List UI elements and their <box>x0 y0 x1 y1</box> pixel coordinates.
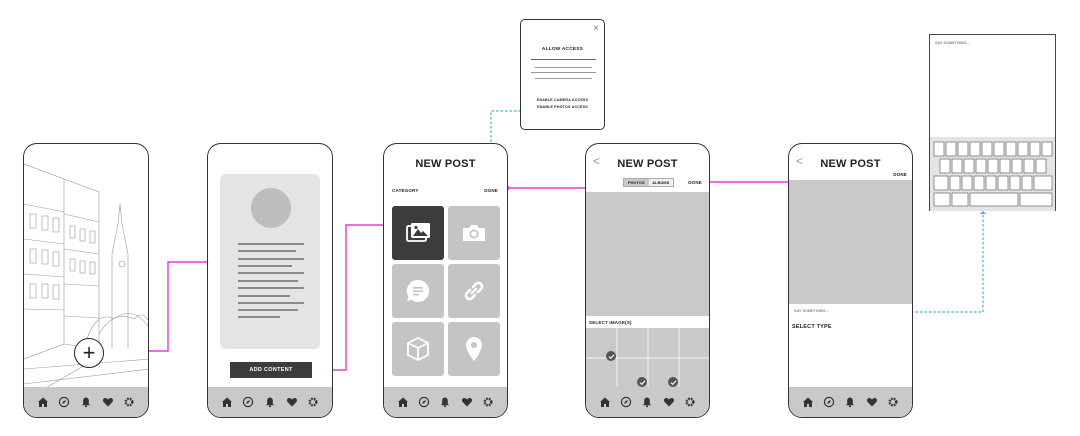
link-icon <box>464 281 484 301</box>
done-button[interactable]: DONE <box>688 180 702 185</box>
check-icon <box>606 351 616 361</box>
select-images-label: SELECT IMAGE(S) <box>589 320 632 325</box>
home-icon[interactable] <box>221 396 233 408</box>
tile-location[interactable] <box>448 322 500 376</box>
heart-icon[interactable] <box>102 396 114 408</box>
tab-albums[interactable]: ALBUMS <box>648 179 673 186</box>
add-content-label: ADD CONTENT <box>249 367 293 373</box>
select-type-label: SELECT TYPE <box>792 324 832 330</box>
heart-icon[interactable] <box>663 396 675 408</box>
avatar-placeholder <box>251 188 291 228</box>
tab-bar <box>789 387 912 417</box>
enable-camera-option[interactable]: ENABLE CAMERA ACCESS <box>536 98 589 102</box>
photos-albums-toggle: PHOTOS ALBUMS <box>623 178 674 187</box>
home-icon[interactable] <box>599 396 611 408</box>
tab-bar <box>208 387 332 417</box>
tile-3d-object[interactable] <box>392 322 444 376</box>
tile-gallery[interactable] <box>392 206 444 260</box>
gallery-icon <box>406 223 430 242</box>
tile-link[interactable] <box>448 264 500 318</box>
heart-icon[interactable] <box>461 396 473 408</box>
gear-icon[interactable] <box>887 396 899 408</box>
check-icon <box>668 377 678 387</box>
keyboard-text-input[interactable]: SAY SOMETHING... <box>935 41 970 45</box>
enable-photos-option[interactable]: ENABLE PHOTOS ACCESS <box>537 105 588 109</box>
location-icon <box>466 337 482 361</box>
page-title: NEW POST <box>617 158 678 170</box>
tile-message[interactable] <box>392 264 444 318</box>
camera-icon <box>463 225 485 241</box>
dialog-title: ALLOW ACCESS <box>541 47 584 52</box>
phone-home: + <box>23 143 149 418</box>
bell-icon[interactable] <box>80 396 92 408</box>
add-post-plus-button[interactable]: + <box>74 338 104 368</box>
add-content-button[interactable]: ADD CONTENT <box>230 362 312 378</box>
tab-bar <box>586 387 709 417</box>
plus-icon: + <box>82 340 96 365</box>
box-icon <box>407 337 429 361</box>
image-preview-area <box>586 192 709 316</box>
heart-icon[interactable] <box>866 396 878 408</box>
bell-icon[interactable] <box>844 396 856 408</box>
phone-caption: < NEW POST DONE SAY SOMETHING... SELECT … <box>788 143 913 418</box>
compass-icon[interactable] <box>242 396 254 408</box>
home-icon[interactable] <box>802 396 814 408</box>
done-button[interactable]: DONE <box>484 188 498 193</box>
bell-icon[interactable] <box>264 396 276 408</box>
selected-image-preview <box>789 180 912 304</box>
gear-icon[interactable] <box>482 396 494 408</box>
bell-icon[interactable] <box>439 396 451 408</box>
image-grid[interactable] <box>586 328 709 389</box>
tab-photos[interactable]: PHOTOS <box>624 179 649 186</box>
back-button[interactable]: < <box>796 154 804 168</box>
chat-icon <box>406 279 430 302</box>
gear-icon[interactable] <box>123 396 135 408</box>
bell-icon[interactable] <box>641 396 653 408</box>
keyboard-screen: SAY SOMETHING... <box>929 34 1056 211</box>
gear-icon[interactable] <box>684 396 696 408</box>
allow-access-dialog: × ALLOW ACCESS ENABLE CAMERA ACCESS ENAB… <box>520 19 605 130</box>
tile-camera[interactable] <box>448 206 500 260</box>
compass-icon[interactable] <box>418 396 430 408</box>
check-icon <box>637 377 647 387</box>
phone-new-post-category: NEW POST CATEGORY DONE <box>383 143 508 418</box>
home-icon[interactable] <box>397 396 409 408</box>
compass-icon[interactable] <box>58 396 70 408</box>
dialog-close-button[interactable]: × <box>593 23 599 34</box>
category-label: CATEGORY <box>392 188 419 193</box>
home-icon[interactable] <box>37 396 49 408</box>
keyboard[interactable] <box>930 137 1055 211</box>
page-title: NEW POST <box>415 158 476 170</box>
done-button[interactable]: DONE <box>893 172 907 177</box>
page-title: NEW POST <box>820 158 881 170</box>
tab-bar <box>384 387 507 417</box>
heart-icon[interactable] <box>286 396 298 408</box>
gear-icon[interactable] <box>307 396 319 408</box>
phone-add-content: ADD CONTENT <box>207 143 333 418</box>
phone-photo-picker: < NEW POST PHOTOS ALBUMS DONE SELECT IMA… <box>585 143 710 418</box>
caption-input[interactable]: SAY SOMETHING... <box>794 309 829 313</box>
compass-icon[interactable] <box>823 396 835 408</box>
back-button[interactable]: < <box>593 154 601 168</box>
tab-bar <box>24 387 148 417</box>
compass-icon[interactable] <box>620 396 632 408</box>
